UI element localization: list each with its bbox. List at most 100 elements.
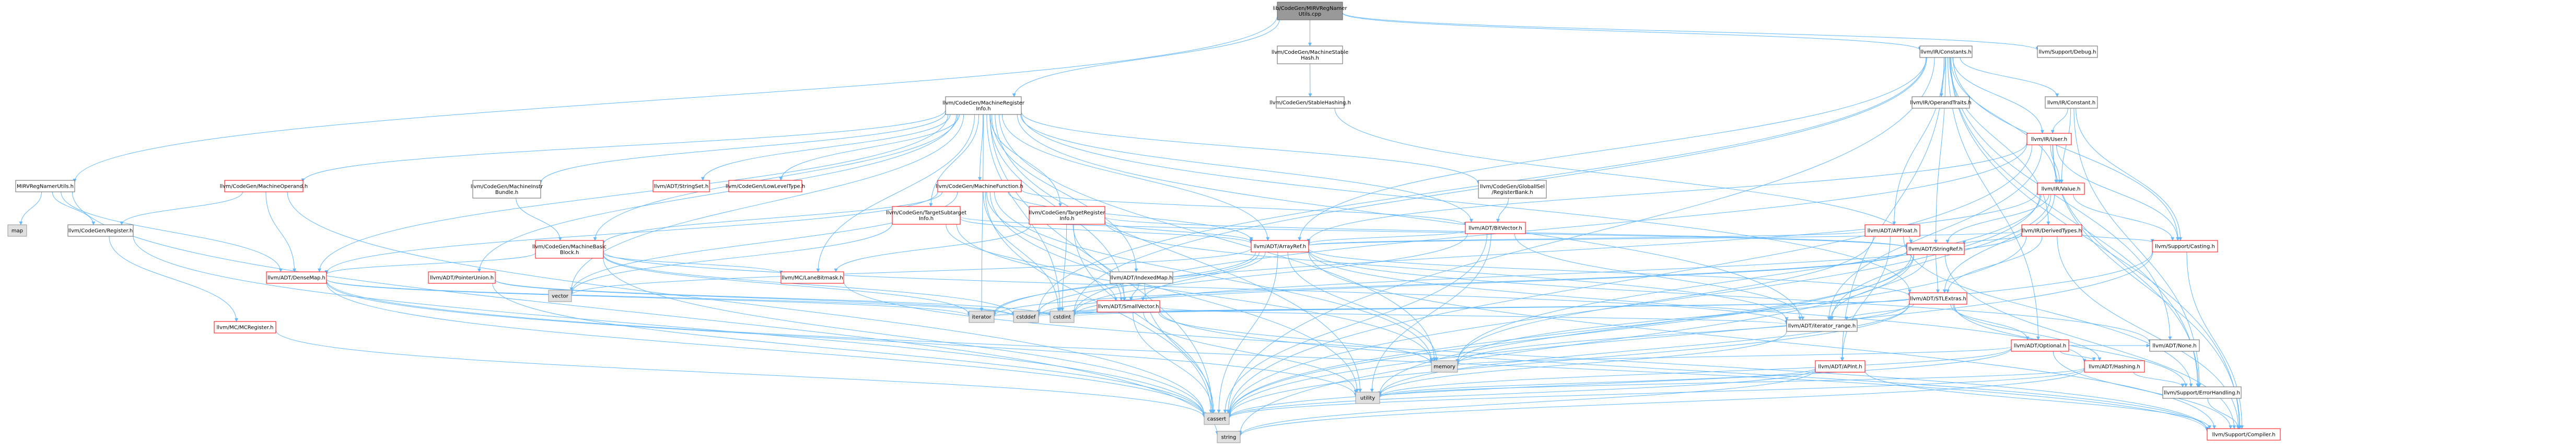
- node-box: [1204, 412, 1230, 425]
- node-label: llvm/CodeGen/MachineStable: [1272, 50, 1348, 55]
- header-node[interactable]: llvm/ADT/PointerUnion.h: [428, 271, 496, 284]
- node-box: [652, 180, 710, 192]
- include-edge: [1012, 19, 1280, 97]
- node-label: Info.h: [1059, 216, 1074, 222]
- header-node[interactable]: llvm/ADT/iterator_range.h: [1786, 319, 1858, 332]
- node-box: [969, 311, 995, 323]
- node-box: [1217, 431, 1241, 443]
- header-node[interactable]: llvm/CodeGen/MachineFunction.h: [936, 180, 1023, 192]
- include-edge: [120, 191, 243, 225]
- header-node[interactable]: llvm/ADT/ArrayRef.h: [1251, 240, 1309, 252]
- header-node[interactable]: llvm/Support/Compiler.h: [2207, 428, 2281, 441]
- include-edge: [1455, 302, 1910, 365]
- include-edge: [61, 191, 283, 272]
- node-box: [2162, 386, 2242, 399]
- node-box: [1277, 45, 1343, 64]
- header-node[interactable]: llvm/ADT/DenseMap.h: [266, 271, 327, 284]
- include-edge: [1060, 224, 1067, 312]
- include-edge: [779, 114, 960, 181]
- include-edge: [1017, 114, 1802, 320]
- header-node[interactable]: llvm/IR/Constant.h: [2045, 96, 2098, 109]
- node-box: [1277, 2, 1343, 20]
- header-node[interactable]: llvm/IR/OperandTraits.h: [1910, 96, 1972, 109]
- header-node[interactable]: MIRVRegNamerUtils.h: [15, 180, 75, 192]
- node-box: [1251, 240, 1309, 252]
- header-node[interactable]: llvm/MC/LaneBitmask.h: [780, 271, 844, 284]
- node-box: [67, 224, 134, 237]
- header-node[interactable]: llvm/CodeGen/GlobalISel/RegisterBank.h: [1478, 180, 1547, 199]
- include-edge: [992, 308, 1098, 316]
- node-label: llvm/CodeGen/MachineBasic: [532, 244, 607, 250]
- header-node[interactable]: llvm/IR/Value.h: [2037, 182, 2085, 195]
- include-edge: [326, 280, 2209, 432]
- header-node[interactable]: llvm/Support/Casting.h: [2152, 240, 2218, 252]
- include-edge: [1226, 57, 1935, 413]
- include-edge: [2073, 194, 2175, 241]
- header-node[interactable]: llvm/IR/User.h: [2026, 133, 2072, 145]
- include-edge: [989, 114, 1063, 207]
- header-node[interactable]: llvm/Support/Debug.h: [2037, 45, 2098, 58]
- node-label: llvm/ADT/PointerUnion.h: [430, 275, 494, 281]
- edges: [19, 12, 2244, 436]
- include-edge: [1950, 57, 2172, 340]
- node-box: [1786, 319, 1858, 332]
- include-edge: [986, 114, 1062, 312]
- header-node[interactable]: llvm/MC/MCRegister.h: [214, 321, 276, 334]
- header-node[interactable]: llvm/Support/ErrorHandling.h: [2162, 386, 2242, 399]
- node-label: Bundle.h: [495, 190, 518, 196]
- node-label: llvm/CodeGen/Register.h: [68, 228, 133, 234]
- header-node[interactable]: lib/CodeGen/MIRVRegNamerUtils.cpp: [1273, 2, 1348, 20]
- header-node[interactable]: llvm/CodeGen/StableHashing.h: [1269, 96, 1351, 109]
- include-edge: [1845, 304, 1914, 320]
- header-node[interactable]: llvm/ADT/BitVector.h: [1465, 222, 1526, 234]
- node-label: llvm/ADT/APInt.h: [1818, 364, 1862, 370]
- header-node[interactable]: llvm/CodeGen/Register.h: [67, 224, 134, 237]
- header-node[interactable]: llvm/ADT/None.h: [2149, 339, 2200, 352]
- include-edge: [989, 191, 1359, 393]
- header-node[interactable]: llvm/ADT/APInt.h: [1815, 360, 1866, 373]
- header-node[interactable]: llvm/ADT/APFloat.h: [1864, 224, 1920, 237]
- node-box: [214, 321, 276, 334]
- include-edge: [603, 251, 1789, 324]
- include-edge: [1227, 251, 2153, 417]
- node-label: llvm/ADT/BitVector.h: [1468, 226, 1522, 232]
- header-node[interactable]: llvm/CodeGen/LowLevelType.h: [726, 180, 805, 192]
- node-label: llvm/IR/DerivedTypes.h: [2022, 228, 2082, 234]
- header-node[interactable]: llvm/ADT/IndexedMap.h: [1110, 271, 1173, 284]
- header-node[interactable]: llvm/ADT/StringSet.h: [652, 180, 710, 192]
- header-node[interactable]: llvm/IR/DerivedTypes.h: [2021, 224, 2082, 237]
- include-edge: [492, 283, 1206, 417]
- include-edge: [1238, 254, 1915, 434]
- include-edge: [1223, 233, 1487, 413]
- include-edge: [983, 191, 1060, 312]
- include-edge: [1455, 251, 2153, 365]
- node-box: [1864, 224, 1920, 237]
- header-node[interactable]: llvm/IR/Constants.h: [1919, 45, 1973, 58]
- node-box: [7, 224, 27, 237]
- include-edge: [1020, 114, 1473, 223]
- include-edge: [1948, 57, 2040, 340]
- include-edge: [52, 191, 96, 225]
- include-edge: [1945, 236, 2043, 293]
- node-box: [266, 271, 327, 284]
- include-edge: [1378, 331, 1787, 397]
- include-edge: [2050, 144, 2061, 183]
- include-edge: [1378, 367, 1816, 398]
- header-node[interactable]: llvm/ADT/Optional.h: [2011, 339, 2069, 352]
- include-edge: [1227, 144, 2033, 415]
- header-node[interactable]: llvm/ADT/STLExtras.h: [1909, 292, 1967, 305]
- node-label: llvm/ADT/STLExtras.h: [1910, 296, 1966, 302]
- header-node[interactable]: llvm/ADT/Hashing.h: [2084, 360, 2145, 373]
- include-edge: [326, 279, 971, 317]
- header-node[interactable]: llvm/CodeGen/MachineOperand.h: [220, 180, 308, 192]
- node-label: llvm/IR/Value.h: [2042, 187, 2081, 192]
- header-node[interactable]: llvm/ADT/StringRef.h: [1906, 243, 1965, 255]
- header-node[interactable]: llvm/ADT/SmallVector.h: [1097, 300, 1160, 313]
- include-edge: [1238, 369, 2085, 436]
